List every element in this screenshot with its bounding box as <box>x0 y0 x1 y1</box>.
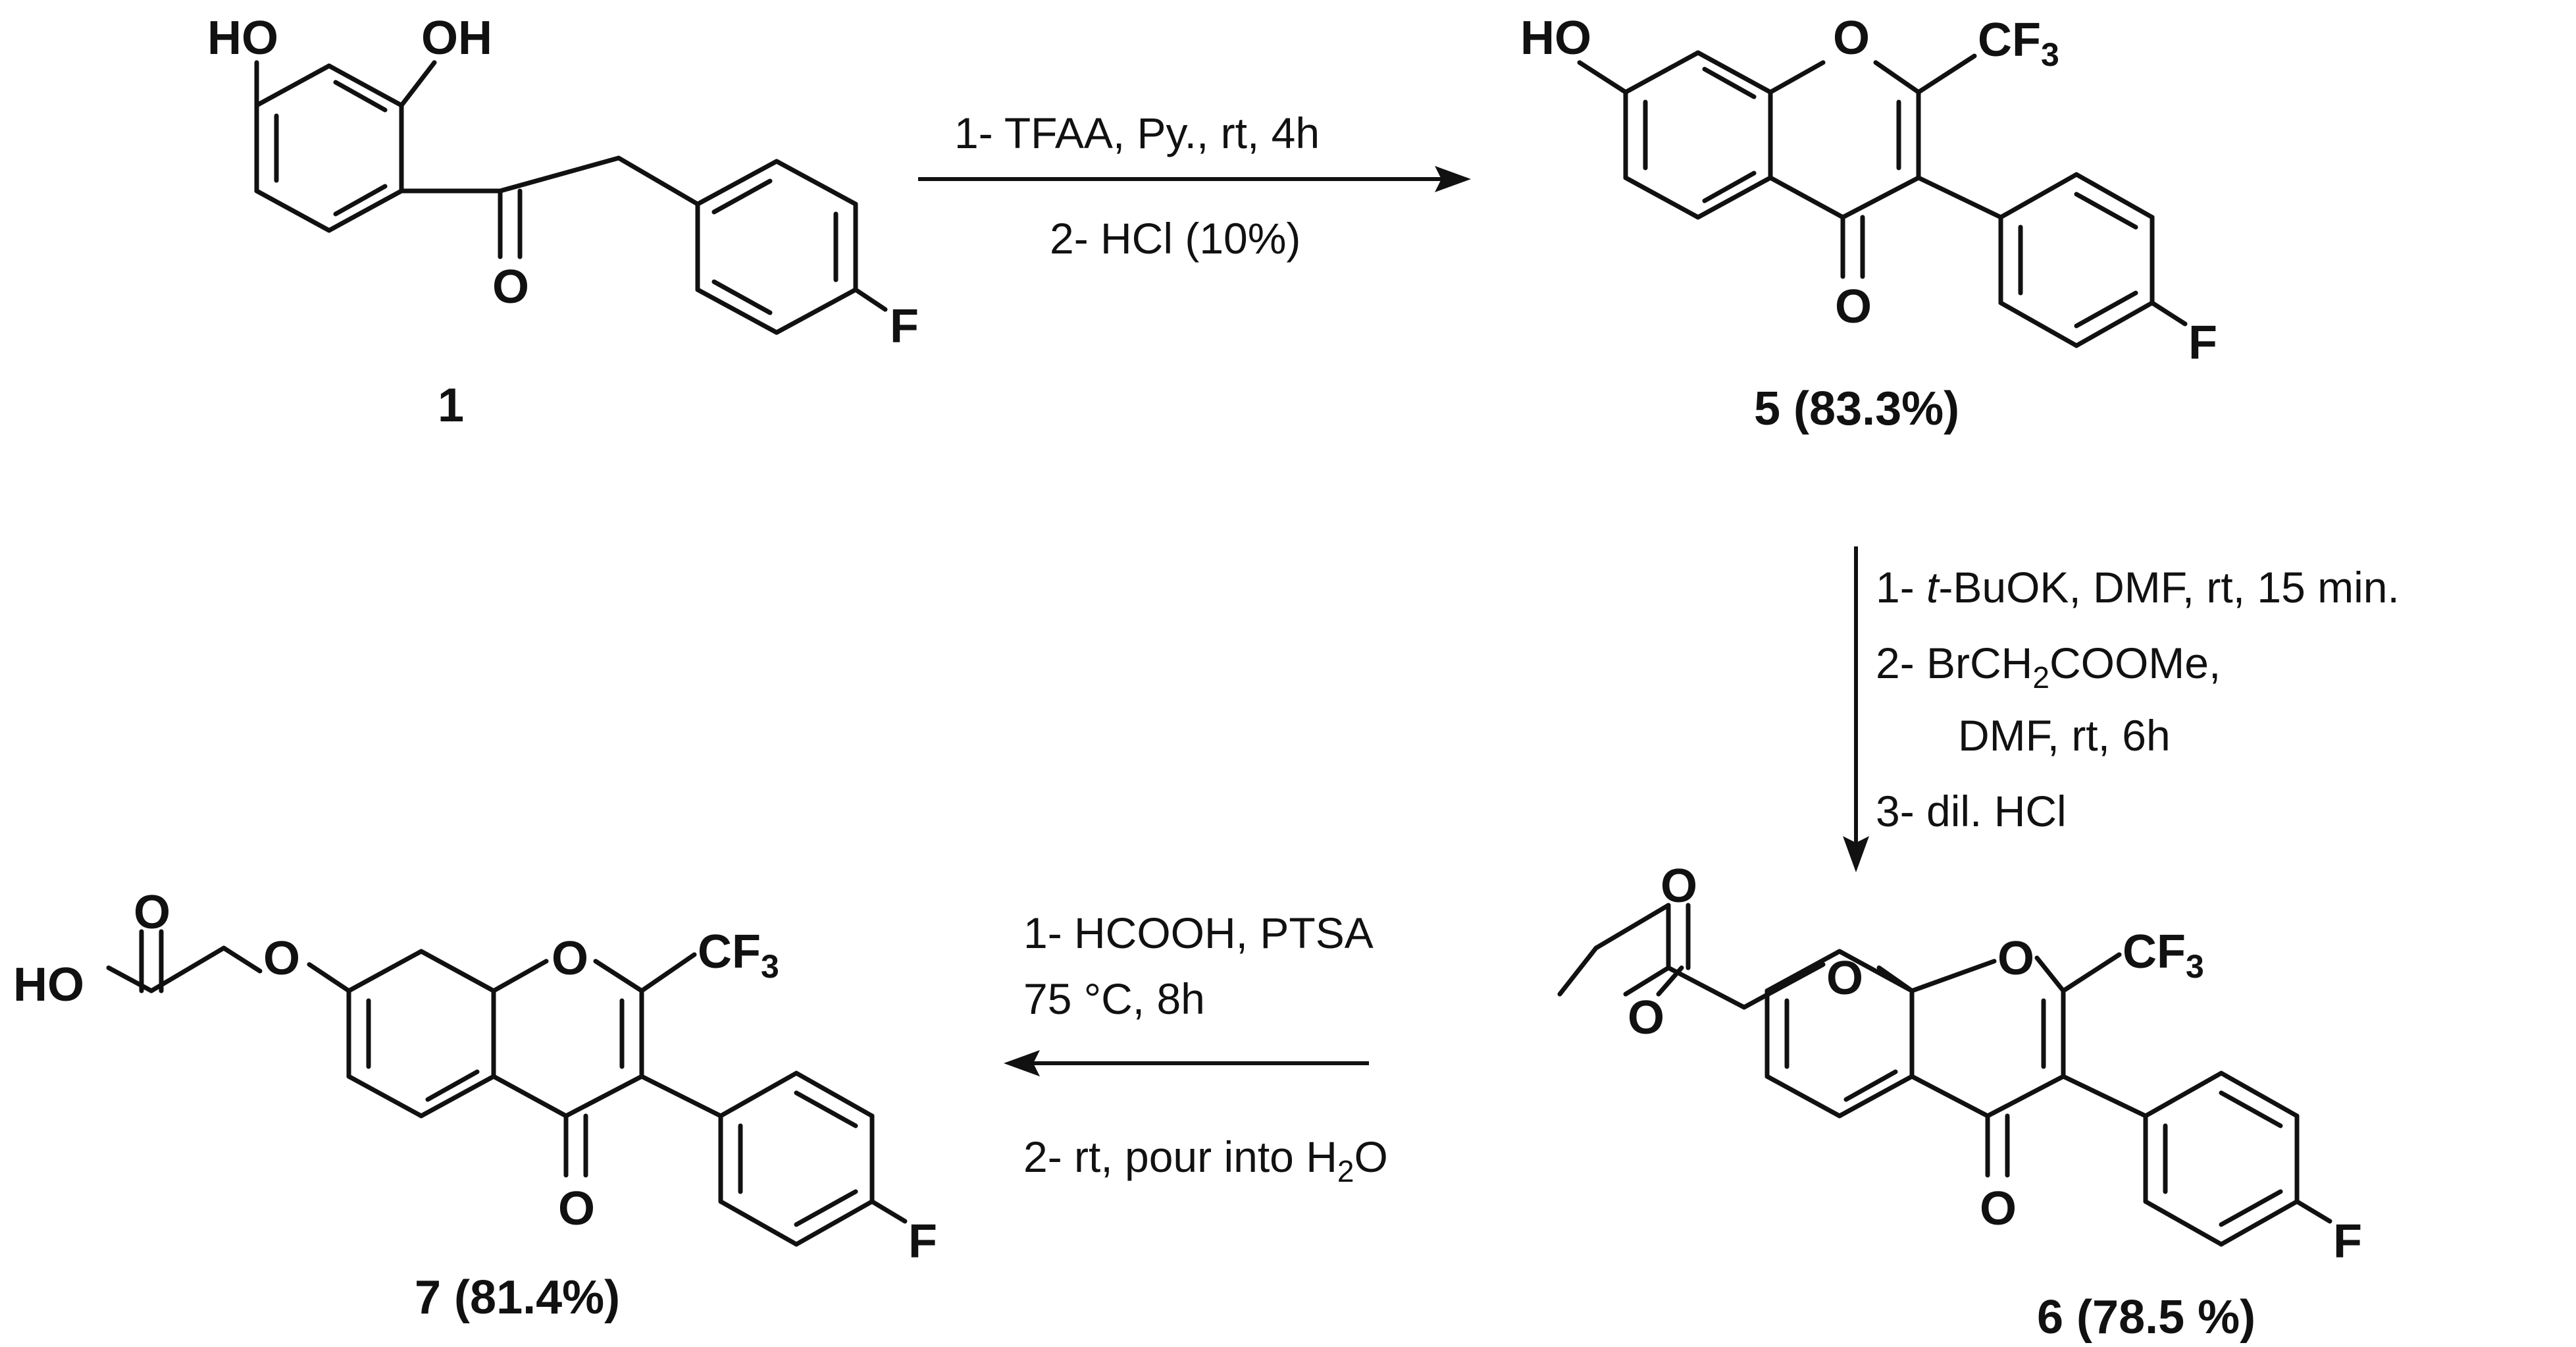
ether-oxygen-label: O <box>1826 952 1863 1005</box>
arrow-2-head <box>1843 836 1869 872</box>
step-2-condition-2: 2- BrCH2COOMe, <box>1876 639 2221 695</box>
step-1-condition-2: 2- HCl (10%) <box>1050 214 1301 263</box>
ring-oxygen-label: O <box>1833 12 1870 65</box>
compound-7-label: 7 (81.4%) <box>415 1271 620 1324</box>
ester-carbonyl-oxygen-label: O <box>1661 860 1697 912</box>
hydroxyl-4-label: HO <box>207 12 278 65</box>
ester-oxygen-label: O <box>1628 991 1664 1044</box>
compound-1-bonds <box>254 60 888 335</box>
step-2-condition-1: 1- t-BuOK, DMF, rt, 15 min. <box>1876 563 2400 612</box>
carbonyl-oxygen-label: O <box>558 1182 595 1235</box>
fluorine-label: F <box>2333 1215 2362 1268</box>
ether-oxygen-label: O <box>263 932 300 985</box>
compound-5-bonds <box>1577 50 2188 348</box>
acid-carbonyl-oxygen-label: O <box>134 886 170 939</box>
step-2-condition-3: DMF, rt, 6h <box>1958 711 2171 760</box>
compound-6-bonds <box>1557 903 2332 1247</box>
fluorine-label: F <box>908 1215 937 1268</box>
step-3-condition-1: 1- HCOOH, PTSA <box>1023 909 1374 957</box>
ring-oxygen-label: O <box>1997 932 2034 985</box>
carbonyl-oxygen-label: O <box>1835 280 1872 333</box>
reaction-arrow-3: 1- HCOOH, PTSA 75 °C, 8h 2- rt, pour int… <box>1004 909 1388 1188</box>
fluorine-label: F <box>2188 317 2217 369</box>
trifluoromethyl-label: CF3 <box>1978 14 2059 73</box>
acid-hydroxyl-label: HO <box>13 959 84 1011</box>
step-3-condition-3: 2- rt, pour into H2O <box>1023 1132 1388 1188</box>
compound-1-label: 1 <box>438 379 464 432</box>
compound-6-label: 6 (78.5 %) <box>2037 1291 2255 1344</box>
reaction-arrow-1: 1- TFAA, Py., rt, 4h 2- HCl (10%) <box>918 109 1471 263</box>
step-2-condition-4: 3- dil. HCl <box>1876 787 2067 835</box>
compound-5-label: 5 (83.3%) <box>1754 383 1959 435</box>
hydroxyl-label: HO <box>1520 12 1591 65</box>
hydroxyl-2-label: OH <box>421 12 492 65</box>
ketone-oxygen-label: O <box>492 261 529 313</box>
trifluoromethyl-label: CF3 <box>698 926 779 985</box>
fluorine-label: F <box>890 300 919 353</box>
step-1-condition-1: 1- TFAA, Py., rt, 4h <box>954 109 1320 157</box>
arrow-1-head <box>1435 166 1471 192</box>
step-3-condition-2: 75 °C, 8h <box>1023 974 1205 1023</box>
trifluoromethyl-label: CF3 <box>2123 926 2204 985</box>
arrow-3-head <box>1004 1050 1040 1076</box>
ring-oxygen-label: O <box>552 932 588 985</box>
carbonyl-oxygen-label: O <box>1980 1182 2017 1235</box>
compound-6: O O O O CF3 O F 6 (78.5 %) <box>1557 860 2362 1344</box>
compound-5: HO O CF3 O F 5 (83.3%) <box>1520 12 2217 435</box>
compound-7-bonds <box>106 929 908 1247</box>
compound-7: O HO O O CF3 O F 7 (81.4%) <box>13 886 937 1324</box>
reaction-arrow-2: 1- t-BuOK, DMF, rt, 15 min. 2- BrCH2COOM… <box>1843 546 2400 872</box>
compound-1: HO OH O F 1 <box>207 12 919 432</box>
